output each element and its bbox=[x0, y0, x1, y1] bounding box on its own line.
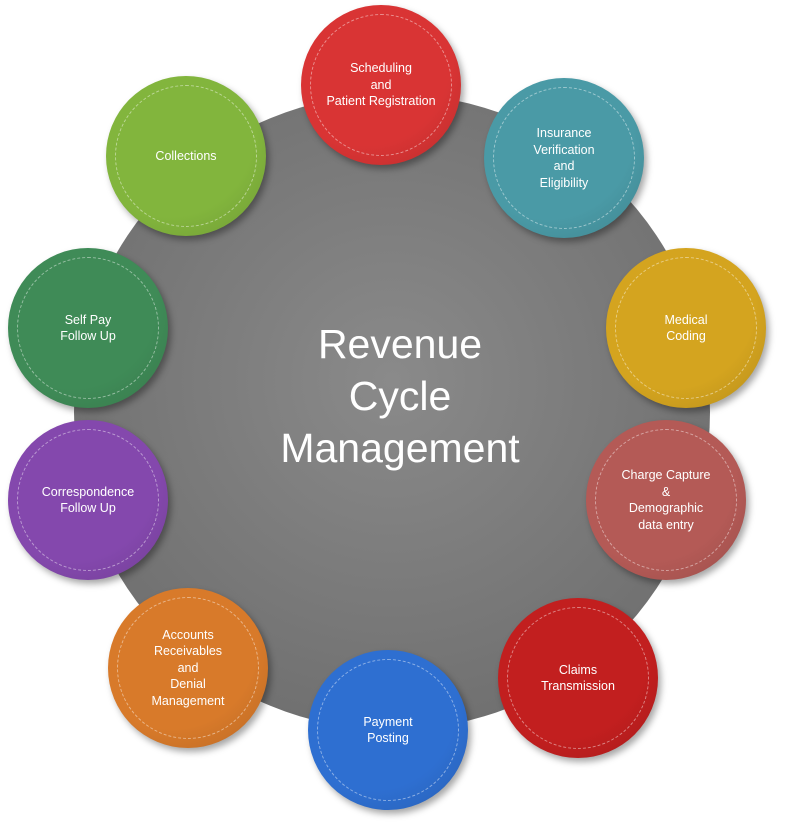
hub-title-line: Revenue bbox=[317, 321, 483, 367]
node-label-line: Scheduling bbox=[350, 61, 412, 76]
node-label-line: Patient Registration bbox=[326, 94, 436, 109]
node-label-line: & bbox=[661, 484, 671, 499]
node-label-line: and bbox=[553, 159, 575, 173]
node-charge: Charge Capture & Demographic data entry bbox=[586, 420, 746, 580]
node-label-line: data entry bbox=[638, 517, 694, 532]
node-stitch bbox=[595, 429, 737, 571]
node-label-line: Collections bbox=[155, 148, 217, 163]
hub-circle bbox=[74, 94, 710, 730]
node-label: Charge Capture & Demographic data entry bbox=[600, 420, 732, 580]
node-stitch bbox=[117, 597, 259, 739]
node-label-line: Payment bbox=[363, 714, 413, 729]
node-stitch bbox=[17, 257, 159, 399]
node-label-line: Denial bbox=[170, 677, 206, 692]
node-stitch bbox=[310, 14, 452, 156]
node-collections: Collections bbox=[106, 76, 266, 236]
node-stitch bbox=[317, 659, 459, 801]
node-label-line: Eligibility bbox=[539, 175, 589, 190]
hub-title: Revenue Cycle Management bbox=[220, 318, 580, 474]
node-label-line: Verification bbox=[533, 142, 595, 157]
node-stitch bbox=[493, 87, 635, 229]
node-label-line: and bbox=[177, 660, 199, 675]
node-label: Collections bbox=[120, 76, 252, 236]
node-label-line: Management bbox=[151, 693, 225, 708]
node-label-line: Accounts bbox=[162, 627, 214, 642]
node-label-line: and bbox=[370, 77, 392, 92]
node-label-line: Insurance bbox=[536, 126, 592, 140]
node-label-line: Transmission bbox=[541, 679, 615, 693]
node-label-line: Claims bbox=[558, 662, 598, 677]
node-stitch bbox=[17, 429, 159, 571]
node-label-line: Medical bbox=[664, 312, 708, 327]
node-label-line: Receivables bbox=[153, 644, 223, 659]
node-stitch bbox=[615, 257, 757, 399]
hub-title-line: Cycle bbox=[348, 373, 452, 419]
node-label-line: Coding bbox=[666, 329, 706, 343]
node-stitch bbox=[115, 85, 257, 227]
node-label-line: Self Pay bbox=[64, 312, 112, 327]
node-label-line: Demographic bbox=[628, 501, 704, 515]
node-label-line: Charge Capture bbox=[621, 468, 711, 482]
node-label-line: Follow Up bbox=[60, 501, 116, 515]
hub-title-line: Management bbox=[280, 425, 520, 471]
node-stitch bbox=[507, 607, 649, 749]
node-label-line: Posting bbox=[367, 731, 409, 745]
node-label-line: Correspondence bbox=[41, 484, 135, 499]
node-label-line: Follow Up bbox=[60, 329, 116, 343]
